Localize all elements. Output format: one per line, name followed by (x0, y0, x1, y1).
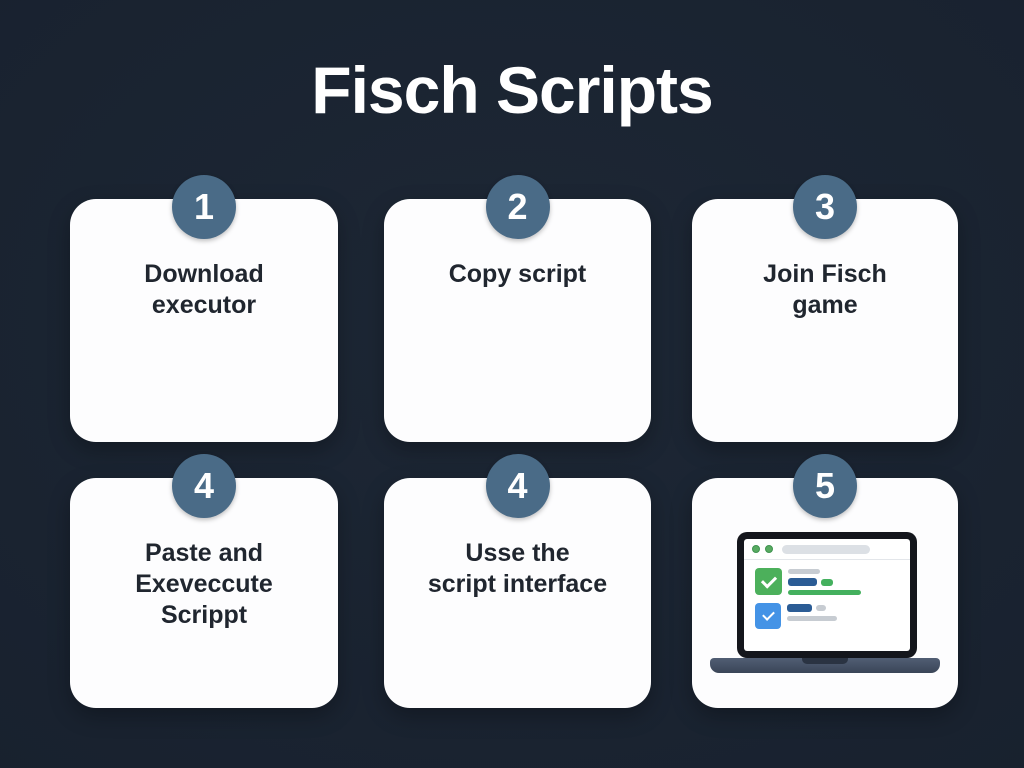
step-card-1: 1 Download executor (70, 175, 338, 442)
step-label: Download executor (144, 260, 264, 319)
text-placeholder-bars (788, 568, 861, 599)
check-icon (760, 571, 777, 589)
step-number-badge: 3 (793, 175, 857, 239)
step-label: Usse the script interface (427, 539, 608, 598)
laptop-notch (802, 658, 848, 664)
text-placeholder-bar (816, 605, 826, 611)
step-number: 3 (814, 186, 836, 227)
step-number-badge: 4 (485, 454, 550, 518)
laptop-screen (737, 532, 917, 658)
step-label: Join Fisch game (763, 260, 887, 319)
step-number: 1 (193, 186, 215, 227)
step-number-badge: 2 (485, 175, 550, 239)
address-bar (782, 544, 870, 554)
green-checkbox (755, 568, 782, 595)
step-card-2: 2 Copy script (384, 175, 651, 442)
browser-dot-icon (765, 545, 773, 553)
checklist-item (755, 568, 861, 599)
text-placeholder-bar (788, 590, 861, 595)
text-placeholder-bars (787, 603, 837, 629)
step-card-3: 3 Join Fisch game (692, 175, 958, 442)
step-number: 4 (193, 465, 215, 506)
step-number: 2 (507, 186, 528, 227)
step-number: 4 (507, 465, 528, 506)
step-card-5: 4 Usse the script interface (384, 454, 651, 708)
laptop-icon (692, 478, 958, 708)
laptop-base (710, 658, 940, 673)
text-placeholder-bar (788, 569, 820, 574)
step-number-badge: 5 (793, 454, 857, 518)
step-number-badge: 4 (172, 454, 236, 518)
page-title: Fisch Scripts (311, 53, 713, 127)
browser-dot-icon (752, 545, 760, 553)
step-card-4: 4 Paste and Exeveccute Scrippt (70, 454, 338, 708)
browser-window (744, 539, 910, 651)
text-placeholder-bar (787, 616, 837, 621)
text-placeholder-bar (821, 579, 833, 586)
checklist-item (755, 603, 837, 629)
step-number-badge: 1 (172, 175, 236, 239)
browser-toolbar (744, 539, 910, 560)
step-number: 5 (814, 465, 836, 506)
step-card-6: 5 (692, 454, 958, 708)
blue-checkbox (755, 603, 781, 629)
check-icon (761, 608, 775, 621)
step-label: Copy script (448, 260, 587, 288)
step-label: Paste and Exeveccute Scrippt (135, 539, 273, 629)
text-placeholder-bar (787, 604, 812, 612)
text-placeholder-bar (788, 578, 817, 586)
